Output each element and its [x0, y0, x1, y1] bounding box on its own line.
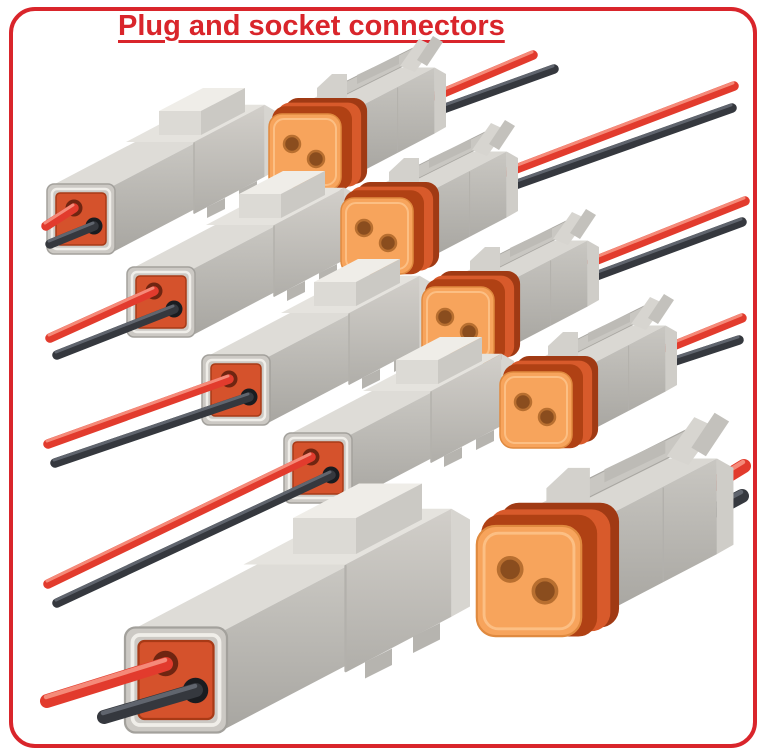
wire-pair-right [663, 313, 747, 367]
black-wire [667, 335, 744, 367]
red-wire-highlight [43, 203, 75, 225]
black-wire [435, 64, 559, 115]
red-wire [40, 657, 173, 708]
red-wire-highlight [45, 452, 312, 583]
red-wire [41, 203, 79, 231]
connector-pair-5 [40, 410, 751, 735]
red-wire-highlight [45, 374, 230, 443]
red-border-frame [9, 7, 757, 748]
red-wire-highlight [665, 313, 743, 347]
black-wire [45, 221, 99, 249]
red-wire-highlight [589, 196, 746, 261]
red-wire-highlight [43, 657, 168, 700]
red-wire-highlight [47, 286, 155, 337]
black-wire [507, 103, 737, 191]
red-wire [503, 81, 739, 177]
red-wire [43, 452, 316, 589]
black-wire [52, 470, 336, 608]
red-wire [663, 313, 747, 353]
connector-pair-3 [43, 196, 750, 468]
black-wire [52, 304, 179, 360]
wire-pair-left [41, 203, 99, 249]
black-wire-highlight [100, 683, 198, 716]
red-wire [45, 286, 159, 343]
black-wire-highlight [54, 304, 175, 354]
black-wire-highlight [437, 64, 555, 109]
black-wire [97, 683, 203, 724]
black-wire-highlight [47, 221, 95, 243]
wire-pair-right [587, 196, 750, 281]
wire-pair-right [503, 81, 739, 191]
black-wire-highlight [669, 335, 740, 361]
wire-pair-left [45, 286, 179, 360]
connector-pair-4 [43, 292, 747, 608]
connector-pair-1 [41, 34, 559, 256]
black-wire [591, 217, 747, 281]
wire-pair-right [431, 50, 559, 115]
black-wire-highlight [593, 217, 743, 275]
black-wire-highlight [509, 103, 733, 185]
red-wire-highlight [505, 81, 735, 171]
wire-pair-left [43, 452, 336, 608]
red-wire-highlight [433, 50, 534, 95]
black-wire-highlight [52, 392, 250, 462]
black-wire-highlight [54, 470, 332, 602]
page-title: Plug and socket connectors [118, 10, 505, 42]
wire-pair-left [43, 374, 254, 468]
black-wire [50, 392, 254, 468]
wire-pair-left [40, 657, 203, 724]
red-wire [431, 50, 538, 101]
connector-pair-2 [45, 81, 739, 360]
red-wire [43, 374, 234, 449]
red-wire [587, 196, 750, 267]
